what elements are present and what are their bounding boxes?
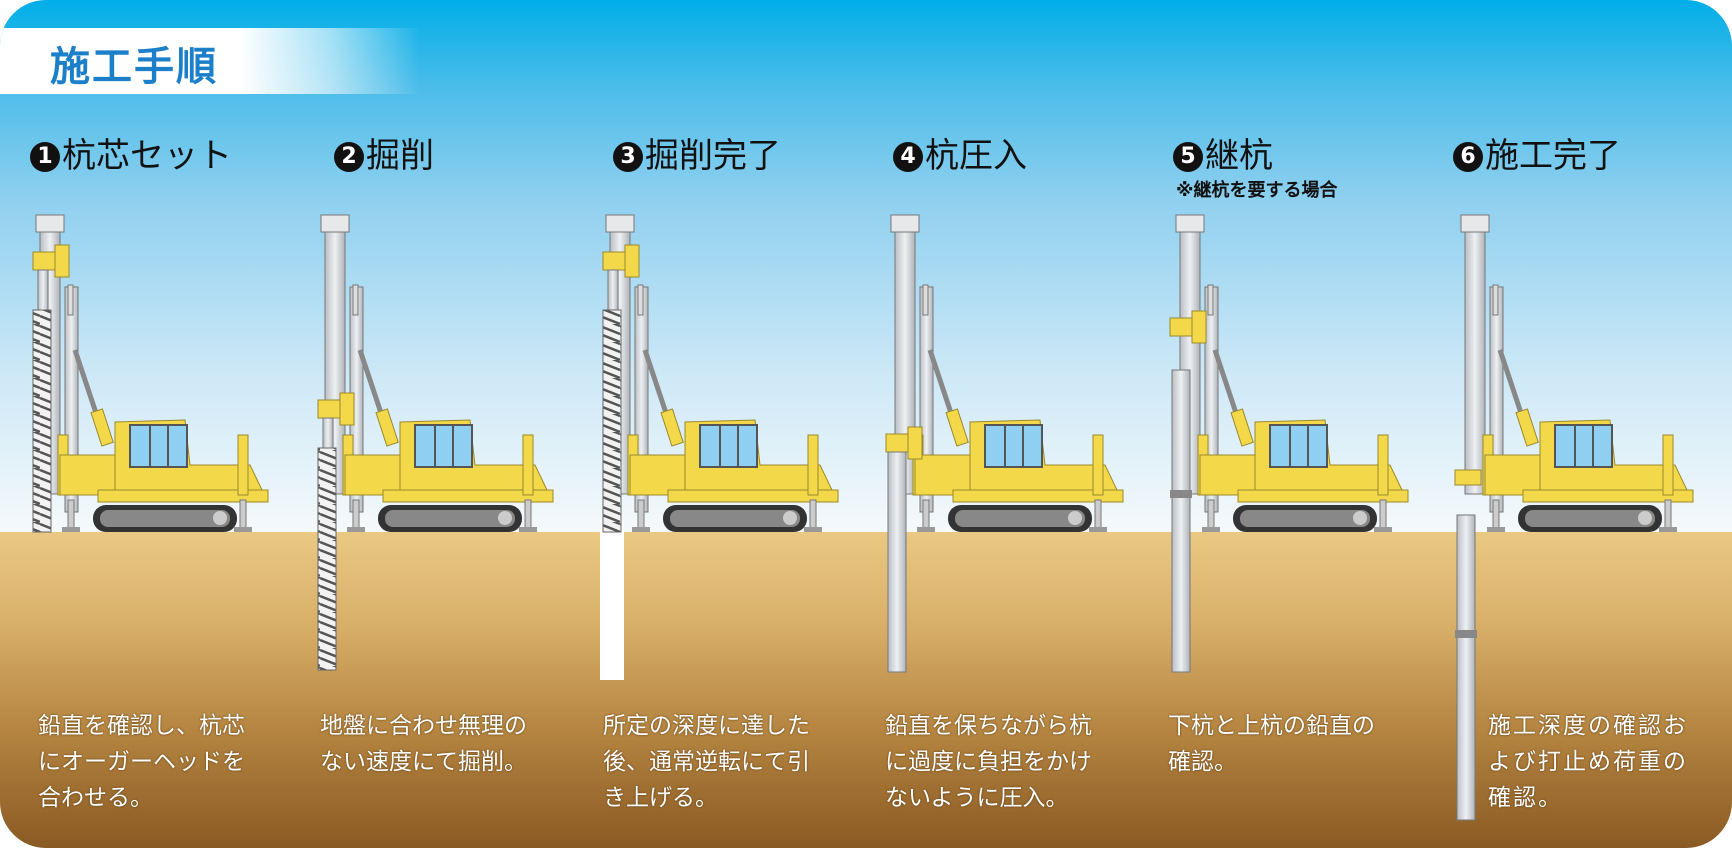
rig-step-5	[1169, 215, 1408, 673]
title-band	[0, 28, 420, 94]
desc-line: 後、通常逆転にて引	[603, 749, 810, 775]
step-label: 継杭	[1205, 136, 1273, 176]
desc-line: き上げる。	[603, 785, 718, 811]
desc-line: に過度に負担をかけ	[885, 749, 1092, 775]
step-label: 掘削	[366, 136, 434, 176]
step-label: 杭芯セット	[62, 136, 232, 176]
step-5-description: 下杭と上杭の鉛直の確認。	[1168, 708, 1408, 780]
step-6-description: 施工深度の確認および打止め荷重の確認。	[1488, 708, 1728, 816]
step-number-badge: 3	[613, 142, 643, 172]
rig-step-4	[885, 215, 1123, 673]
step-1-description: 鉛直を確認し、杭芯にオーガーヘッドを合わせる。	[38, 708, 278, 816]
step-number-badge: 6	[1453, 142, 1483, 172]
step-5-note: ※継杭を要する場合	[1176, 180, 1338, 201]
desc-line: ない速度にて掘削。	[320, 749, 527, 775]
step-2-description: 地盤に合わせ無理のない速度にて掘削。	[320, 708, 560, 780]
rig-step-3	[600, 215, 838, 680]
step-label: 掘削完了	[645, 136, 781, 176]
page-title: 施工手順	[50, 44, 218, 90]
desc-line: 鉛直を保ちながら杭	[885, 713, 1092, 739]
rig-step-2	[317, 215, 553, 671]
desc-line: よび打止め荷重の	[1488, 749, 1688, 775]
step-number-badge: 5	[1173, 142, 1203, 172]
step-number-badge: 2	[334, 142, 364, 172]
desc-line: 確認。	[1168, 749, 1237, 775]
desc-line: 確認。	[1488, 785, 1563, 811]
step-number-badge: 4	[893, 142, 923, 172]
desc-line: 施工深度の確認お	[1488, 713, 1688, 739]
desc-line: 所定の深度に達した	[603, 713, 810, 739]
desc-line: 下杭と上杭の鉛直の	[1168, 713, 1375, 739]
step-3-description: 所定の深度に達した後、通常逆転にて引き上げる。	[603, 708, 843, 816]
ground	[0, 532, 1732, 848]
rig-step-1	[32, 215, 268, 532]
desc-line: ないように圧入。	[885, 785, 1069, 811]
step-number-badge: 1	[30, 142, 60, 172]
desc-line: 地盤に合わせ無理の	[320, 713, 527, 739]
desc-line: にオーガーヘッドを	[38, 749, 245, 775]
desc-line: 合わせる。	[38, 785, 153, 811]
step-label: 杭圧入	[925, 136, 1027, 176]
step-label: 施工完了	[1485, 136, 1621, 176]
desc-line: 鉛直を確認し、杭芯	[38, 713, 245, 739]
step-4-description: 鉛直を保ちながら杭に過度に負担をかけないように圧入。	[885, 708, 1125, 816]
rig-step-6	[1454, 215, 1693, 821]
